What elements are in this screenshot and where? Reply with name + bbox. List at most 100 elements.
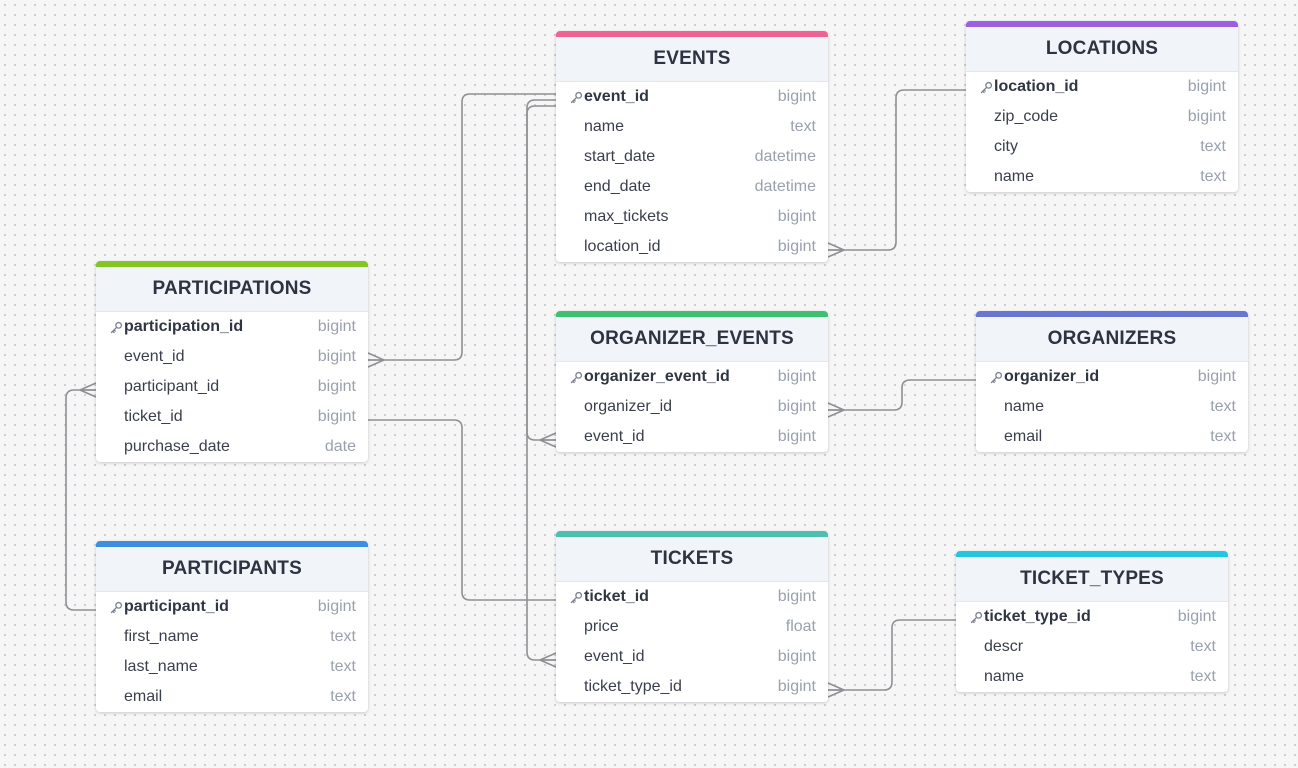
key-icon — [568, 369, 584, 385]
relation-tickets-events[interactable] — [526, 105, 556, 661]
table-title[interactable]: PARTICIPANTS — [96, 547, 368, 592]
column-type: text — [330, 628, 356, 645]
key-slot — [978, 139, 994, 155]
table-title[interactable]: EVENTS — [556, 37, 828, 82]
relation-organizer-events-events[interactable] — [526, 99, 556, 441]
key-slot — [568, 119, 584, 135]
table-title[interactable]: LOCATIONS — [966, 27, 1238, 72]
column-type: bigint — [1187, 108, 1226, 125]
column-name: max_tickets — [584, 208, 669, 225]
column-name: ticket_id — [584, 588, 649, 605]
column-type: text — [1200, 168, 1226, 185]
column-row-locations-name[interactable]: name text — [966, 162, 1238, 192]
column-name: participant_id — [124, 378, 220, 395]
column-name: ticket_id — [124, 408, 183, 425]
table-title[interactable]: TICKET_TYPES — [956, 557, 1228, 602]
column-name: name — [584, 118, 625, 135]
column-name: event_id — [584, 428, 645, 445]
column-row-tickets-ticket-id[interactable]: ticket_id bigint — [556, 582, 828, 612]
column-type: bigint — [777, 398, 816, 415]
column-name: organizer_event_id — [584, 368, 730, 385]
table-accent-bar — [966, 21, 1238, 27]
column-row-events-name[interactable]: name text — [556, 112, 828, 142]
table-participants[interactable]: PARTICIPANTS participant_id bigint first_na… — [96, 541, 368, 712]
column-name: name — [994, 168, 1035, 185]
column-type: bigint — [777, 588, 816, 605]
table-title[interactable]: PARTICIPATIONS — [96, 267, 368, 312]
column-name: event_id — [124, 348, 185, 365]
column-row-ticket-types-name[interactable]: name text — [956, 662, 1228, 692]
column-type: text — [790, 118, 816, 135]
column-type: bigint — [317, 598, 356, 615]
table-accent-bar — [556, 531, 828, 537]
column-type: bigint — [777, 428, 816, 445]
column-type: datetime — [754, 178, 816, 195]
key-slot — [568, 679, 584, 695]
table-title[interactable]: ORGANIZERS — [976, 317, 1248, 362]
column-name: name — [984, 668, 1025, 685]
table-accent-bar — [556, 311, 828, 317]
key-slot — [108, 659, 124, 675]
column-row-organizer-events-event-id[interactable]: event_id bigint — [556, 422, 828, 452]
column-name: last_name — [124, 658, 198, 675]
relation-tickets-ticket-types[interactable] — [828, 619, 956, 691]
relation-participations-tickets[interactable] — [368, 419, 556, 601]
table-title[interactable]: TICKETS — [556, 537, 828, 582]
column-name: purchase_date — [124, 438, 230, 455]
relation-participations-events[interactable] — [368, 93, 556, 361]
column-name: participant_id — [124, 598, 229, 615]
column-type: bigint — [777, 238, 816, 255]
key-icon — [988, 369, 1004, 385]
key-slot — [108, 349, 124, 365]
column-row-participants-participant-id[interactable]: participant_id bigint — [96, 592, 368, 622]
relation-events-locations[interactable] — [828, 89, 966, 251]
column-type: bigint — [777, 208, 816, 225]
crow-foot-marker — [539, 432, 557, 448]
key-icon — [968, 609, 984, 625]
key-slot — [108, 409, 124, 425]
column-type: text — [1190, 668, 1216, 685]
relation-participations-participants[interactable] — [65, 389, 96, 611]
column-row-events-max-tickets[interactable]: max_tickets bigint — [556, 202, 828, 232]
crow-foot-marker — [367, 352, 385, 368]
table-title[interactable]: ORGANIZER_EVENTS — [556, 317, 828, 362]
relation-organizer-events-organizers[interactable] — [828, 379, 976, 411]
crow-foot-marker — [827, 242, 845, 258]
key-slot — [568, 209, 584, 225]
key-slot — [568, 149, 584, 165]
column-name: name — [1004, 398, 1045, 415]
